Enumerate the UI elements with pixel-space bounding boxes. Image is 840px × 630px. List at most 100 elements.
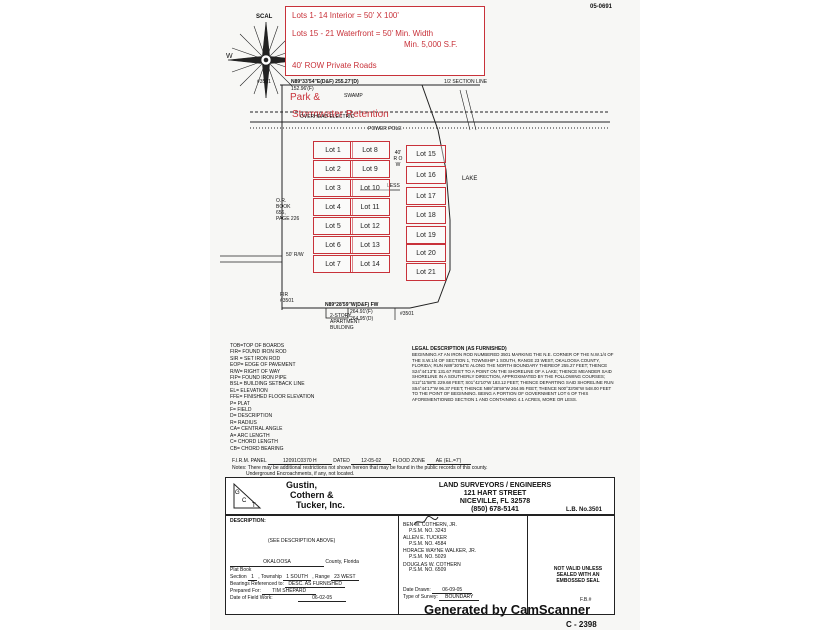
lot-15[interactable]: Lot 15: [406, 145, 446, 163]
lot-2[interactable]: Lot 2: [313, 160, 353, 178]
legal-description: LEGAL DESCRIPTION (AS FURNISHED) BEGINNI…: [412, 346, 617, 402]
legend-item: CA= CENTRAL ANGLE: [230, 426, 283, 433]
see-description: (SEE DESCRIPTION ABOVE): [268, 538, 336, 544]
section-line-label: 1/2 SECTION LINE: [444, 79, 488, 85]
firm-dated: 12-05-02: [351, 458, 392, 465]
legend-item: FFE= FINISHED FLOOR ELEVATION: [230, 394, 315, 401]
south-bearing: N89°28'59"W(D&F) FW: [325, 302, 379, 308]
south-dims-field: 264.91'(F): [350, 309, 373, 315]
lake-label: LAKE: [462, 176, 478, 182]
firm-name: Gustin, Cothern & Tucker, Inc.: [286, 480, 345, 510]
legend-item: FIP= FOUND IRON PIPE: [230, 375, 287, 382]
svg-text:C: C: [242, 498, 247, 504]
firm-dated-label: DATED: [333, 458, 350, 464]
corner-monument-sw: FIR #3501: [280, 292, 294, 304]
legend-item: SIR = SET IRON ROD: [230, 355, 281, 362]
legend-item: F= FIELD: [230, 407, 252, 414]
notes-label: Notes:: [232, 465, 247, 471]
abbreviation-legend: TOB=TOP OF BOARDS FIR= FOUND IRON ROD SI…: [230, 343, 405, 452]
lot-16[interactable]: Lot 16: [406, 166, 446, 184]
legend-item: TOB=TOP OF BOARDS: [230, 343, 285, 349]
row-label: 40' R O W: [393, 150, 403, 168]
legend-item: A= ARC LENGTH: [230, 432, 270, 439]
legal-title: LEGAL DESCRIPTION (AS FURNISHED): [412, 346, 507, 352]
company-address: LAND SURVEYORS / ENGINEERS 121 HART STRE…: [438, 482, 552, 513]
note-waterfront: Lots 15 - 21 Waterfront = 50' Min. Width: [292, 29, 434, 38]
survey-details: OKALOOSA County, Florida Plat Book Secti…: [230, 559, 359, 602]
firm-notes: F.I.R.M. PANEL 12091C0370 H DATED 12-05-…: [232, 458, 622, 477]
surveyor-list: BEN W. COTHERN, JR. P.S.M. NO. 3243 ALLE…: [403, 522, 477, 574]
corner-monument-nw: #3501: [257, 79, 271, 85]
lot-5[interactable]: Lot 5: [313, 217, 353, 235]
title-block-body: [225, 515, 615, 615]
title-block-header: [225, 477, 615, 515]
svg-text:W: W: [226, 53, 233, 60]
watermark: Generated by CamScanner: [424, 602, 591, 617]
legend-item: FIR= FOUND IRON ROD: [230, 349, 287, 356]
job-number: 05-0691: [590, 4, 613, 10]
flood-zone: AE (EL.=7'): [426, 458, 471, 465]
seal-notice: NOT VALID UNLESS SEALED WITH AN EMBOSSED…: [553, 566, 603, 584]
stormwater-label: Stormwater Retention: [292, 109, 389, 120]
apartment-label: 2-STORY APARTMENT BUILDING: [330, 313, 361, 331]
legend-item: CB= CHORD BEARING: [230, 445, 284, 452]
firm-panel-label: F.I.R.M. PANEL: [232, 458, 267, 464]
signature-icon: [413, 515, 439, 526]
or-book-label: O.R. BOOK 656, PAGE 226: [276, 198, 300, 222]
lot-19[interactable]: Lot 19: [406, 226, 446, 244]
firm-panel: 12091C0370 H: [267, 458, 332, 465]
lot-18[interactable]: Lot 18: [406, 206, 446, 224]
lot-9[interactable]: Lot 9: [350, 160, 390, 178]
legend-item: C= CHORD LENGTH: [230, 439, 278, 446]
note-row: 40' ROW Private Roads: [292, 61, 377, 70]
lot-21[interactable]: Lot 21: [406, 263, 446, 281]
lot-14[interactable]: Lot 14: [350, 255, 390, 273]
lot-8[interactable]: Lot 8: [350, 141, 390, 159]
drawing-number: C - 2398: [566, 620, 597, 629]
north-bearing: N89°33'54"E(D&F) 255.27'(D): [291, 79, 359, 85]
note-min-area: Min. 5,000 S.F.: [404, 40, 458, 49]
lot-11[interactable]: Lot 11: [350, 198, 390, 216]
legend-item: P= PLAT: [230, 400, 250, 407]
firm-note-2: Underground Encroachments, if any, not l…: [246, 471, 355, 477]
lot-6[interactable]: Lot 6: [313, 236, 353, 254]
park-label: Park &: [290, 92, 321, 103]
less-label: LESS: [387, 183, 400, 189]
swamp-label: SWAMP: [344, 93, 363, 99]
lot-notes-box: Lots 1- 14 Interior = 50' X 100' Lots 15…: [285, 6, 485, 76]
legend-item: EOP= EDGE OF PAVEMENT: [230, 362, 296, 369]
lot-1[interactable]: Lot 1: [313, 141, 353, 159]
row-left-label: 50' R/W: [286, 252, 304, 258]
corner-monument-se: #3501: [400, 311, 414, 317]
lot-3[interactable]: Lot 3: [313, 179, 353, 197]
lot-7[interactable]: Lot 7: [313, 255, 353, 273]
svg-text:T: T: [252, 503, 256, 509]
overhead-label: OVERHEAD ELECTRIC: [300, 114, 355, 120]
boundary-drawing: [220, 84, 610, 320]
legend-item: BSL= BUILDING SETBACK LINE: [230, 381, 305, 388]
lot-10[interactable]: Lot 10: [350, 179, 390, 197]
drawing-dates: Date Drawn: 06-09-05 Type of Survey: BOU…: [403, 587, 525, 601]
description-label: DESCRIPTION:: [230, 518, 266, 524]
field-book: F.B.#: [580, 597, 592, 603]
company-logo-icon: G C T: [233, 482, 262, 509]
svg-text:G: G: [235, 490, 240, 496]
power-pole-label: POWER POLE: [368, 126, 402, 132]
license-number: L.B. No.3501: [566, 507, 603, 513]
scale-label: SCAL: [256, 14, 273, 20]
north-dims: 152.96'(F): [291, 86, 314, 92]
legal-body: BEGINNING AT AN IRON ROD NUMBERED 3501 M…: [412, 352, 614, 402]
lot-13[interactable]: Lot 13: [350, 236, 390, 254]
south-dims-desc: 264.95'(D): [350, 316, 374, 322]
lot-17[interactable]: Lot 17: [406, 187, 446, 205]
flood-zone-label: FLOOD ZONE: [392, 458, 426, 464]
legend-item: EL= ELEVATION: [230, 387, 268, 394]
legend-item: D= DESCRIPTION: [230, 413, 273, 420]
lot-20[interactable]: Lot 20: [406, 244, 446, 262]
firm-note-1: There may be additional restrictions not…: [247, 465, 488, 471]
note-interior: Lots 1- 14 Interior = 50' X 100': [292, 11, 399, 20]
lot-12[interactable]: Lot 12: [350, 217, 390, 235]
lot-4[interactable]: Lot 4: [313, 198, 353, 216]
legend-item: R= RADIUS: [230, 419, 257, 426]
legend-item: R/W= RIGHT OF WAY: [230, 368, 281, 375]
